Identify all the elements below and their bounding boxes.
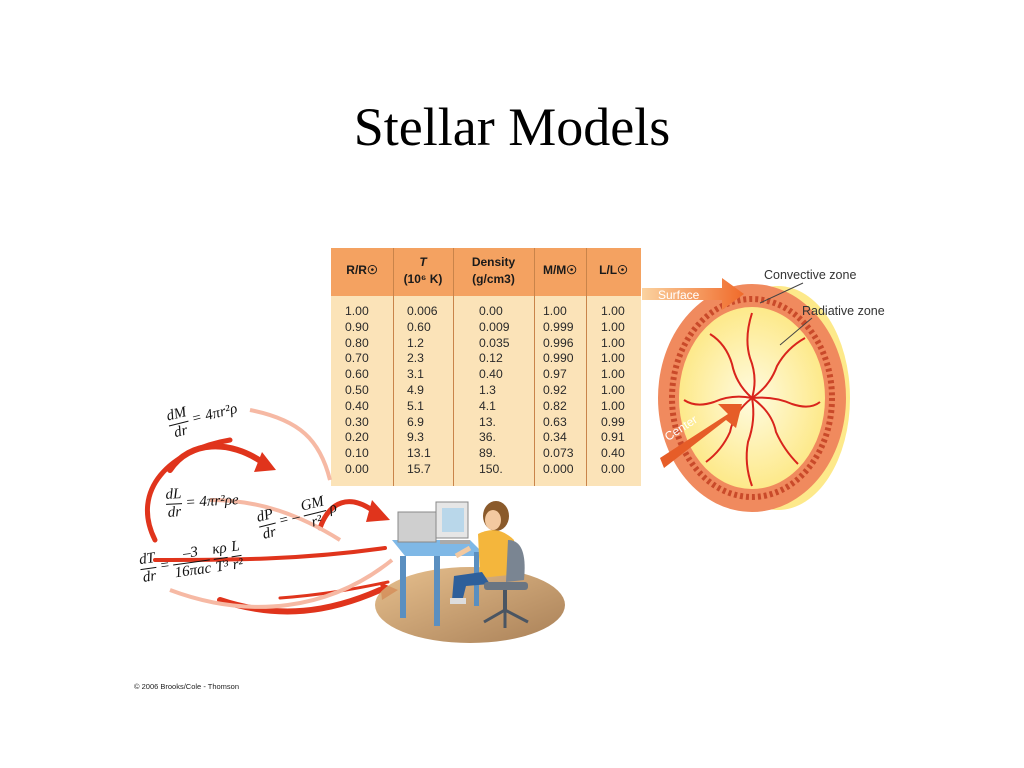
table-cell: 0.12 [479, 351, 503, 366]
table-cell: 4.1 [479, 398, 496, 413]
column-divider [586, 248, 587, 486]
table-cell: 0.000 [543, 461, 574, 476]
table-cell: 0.40 [479, 367, 503, 382]
center-arrow [660, 404, 742, 468]
table-cell: 1.00 [601, 351, 625, 366]
radiative-leader-line [779, 317, 813, 346]
person-shoes [450, 598, 466, 604]
person-face [485, 510, 501, 530]
table-cell: 0.006 [407, 304, 438, 318]
table-cell: 0.40 [345, 398, 369, 413]
computer [397, 501, 470, 544]
equation-dl-dr: dL dr = 4πr²ρe [165, 486, 240, 521]
office-chair [483, 540, 529, 628]
table-cell: 1.00 [601, 367, 625, 382]
table-cell: 89. [479, 446, 496, 461]
table-header-row [331, 248, 641, 296]
table-cell: 0.20 [345, 430, 369, 445]
table-cell: 9.3 [407, 430, 424, 445]
header-luminosity: L/L☉ [599, 263, 628, 277]
table-cell: 3.1 [407, 367, 424, 382]
table-cell: 0.00 [345, 461, 369, 476]
table-cell: 0.60 [345, 367, 369, 382]
table-cell: 0.035 [479, 335, 510, 350]
stellar-model-table: R/R☉ T (10⁶ K) Density (g/cm3) M/M☉ L/L☉… [331, 248, 641, 486]
table-cell: 13.1 [407, 446, 431, 461]
table-cell: 150. [479, 461, 503, 476]
surface-arrow [642, 278, 744, 310]
table-cell: 0.009 [479, 319, 510, 334]
arrow-head [254, 452, 276, 472]
radiation-arrows [683, 312, 821, 487]
pale-arrows [169, 408, 394, 609]
convective-leader-line [759, 282, 804, 304]
table-cell: 1.2 [407, 335, 424, 350]
table-cell: 0.34 [543, 430, 567, 445]
arrow-head [366, 500, 390, 522]
table-cell: 0.996 [543, 335, 574, 350]
copyright-notice: © 2006 Brooks/Cole - Thomson [134, 682, 240, 691]
table-cell: 0.90 [345, 319, 369, 334]
table-cell: 0.50 [345, 382, 369, 397]
table-cell: 13. [479, 414, 496, 429]
table-cell: 0.10 [345, 446, 369, 461]
table-cell: 0.82 [543, 398, 567, 413]
table-cell: 1.00 [345, 304, 369, 318]
table-cell: 15.7 [407, 461, 431, 476]
table-cell: 0.97 [543, 367, 567, 382]
table-cell: 2.3 [407, 351, 424, 366]
table-cell: 0.00 [479, 304, 503, 318]
computer-case [397, 511, 437, 543]
person-legs [452, 572, 490, 602]
table-cell: 36. [479, 430, 496, 445]
convection-cells [669, 296, 835, 500]
monitor-screen [442, 508, 464, 532]
table-cell: 1.00 [543, 304, 567, 318]
table-cell: 0.80 [345, 335, 369, 350]
table-cell: 0.91 [601, 430, 625, 445]
table-cell: 0.60 [407, 319, 431, 334]
table-cell: 6.9 [407, 414, 424, 429]
header-mass: M/M☉ [542, 263, 578, 277]
slide-title: Stellar Models [353, 97, 671, 157]
header-density: Density (g/cm3) [471, 255, 516, 286]
table-cell: 1.00 [601, 335, 625, 350]
column-divider [453, 248, 454, 486]
header-radius: R/R☉ [346, 263, 378, 277]
table-cell: 0.073 [543, 446, 574, 461]
table-cell: 0.999 [543, 319, 574, 334]
table-cell: 5.1 [407, 398, 424, 413]
table-cell: 0.00 [601, 461, 625, 476]
column-divider [393, 248, 394, 486]
table-cell: 0.990 [543, 351, 574, 366]
table-cell: 0.30 [345, 414, 369, 429]
table-cell: 1.00 [601, 304, 625, 318]
table-cell: 1.3 [479, 382, 496, 397]
table-cell: 0.40 [601, 446, 625, 461]
table-cell: 1.00 [601, 382, 625, 397]
table-cell: 1.00 [601, 398, 625, 413]
table-cell: 4.9 [407, 382, 424, 397]
label-surface: Surface [658, 288, 700, 302]
table-cell: 0.70 [345, 351, 369, 366]
header-temperature: T (10⁶ K) [403, 255, 443, 286]
table-cell: 0.63 [543, 414, 567, 429]
column-divider [534, 248, 535, 486]
table-cell: 0.92 [543, 382, 567, 397]
table-cell: 1.00 [601, 319, 625, 334]
star-cross-section [658, 282, 850, 512]
keyboard [440, 540, 470, 544]
label-radiative-zone: Radiative zone [802, 304, 885, 318]
table-cell: 0.99 [601, 414, 625, 429]
person-arm [454, 545, 472, 559]
label-convective-zone: Convective zone [764, 268, 857, 282]
